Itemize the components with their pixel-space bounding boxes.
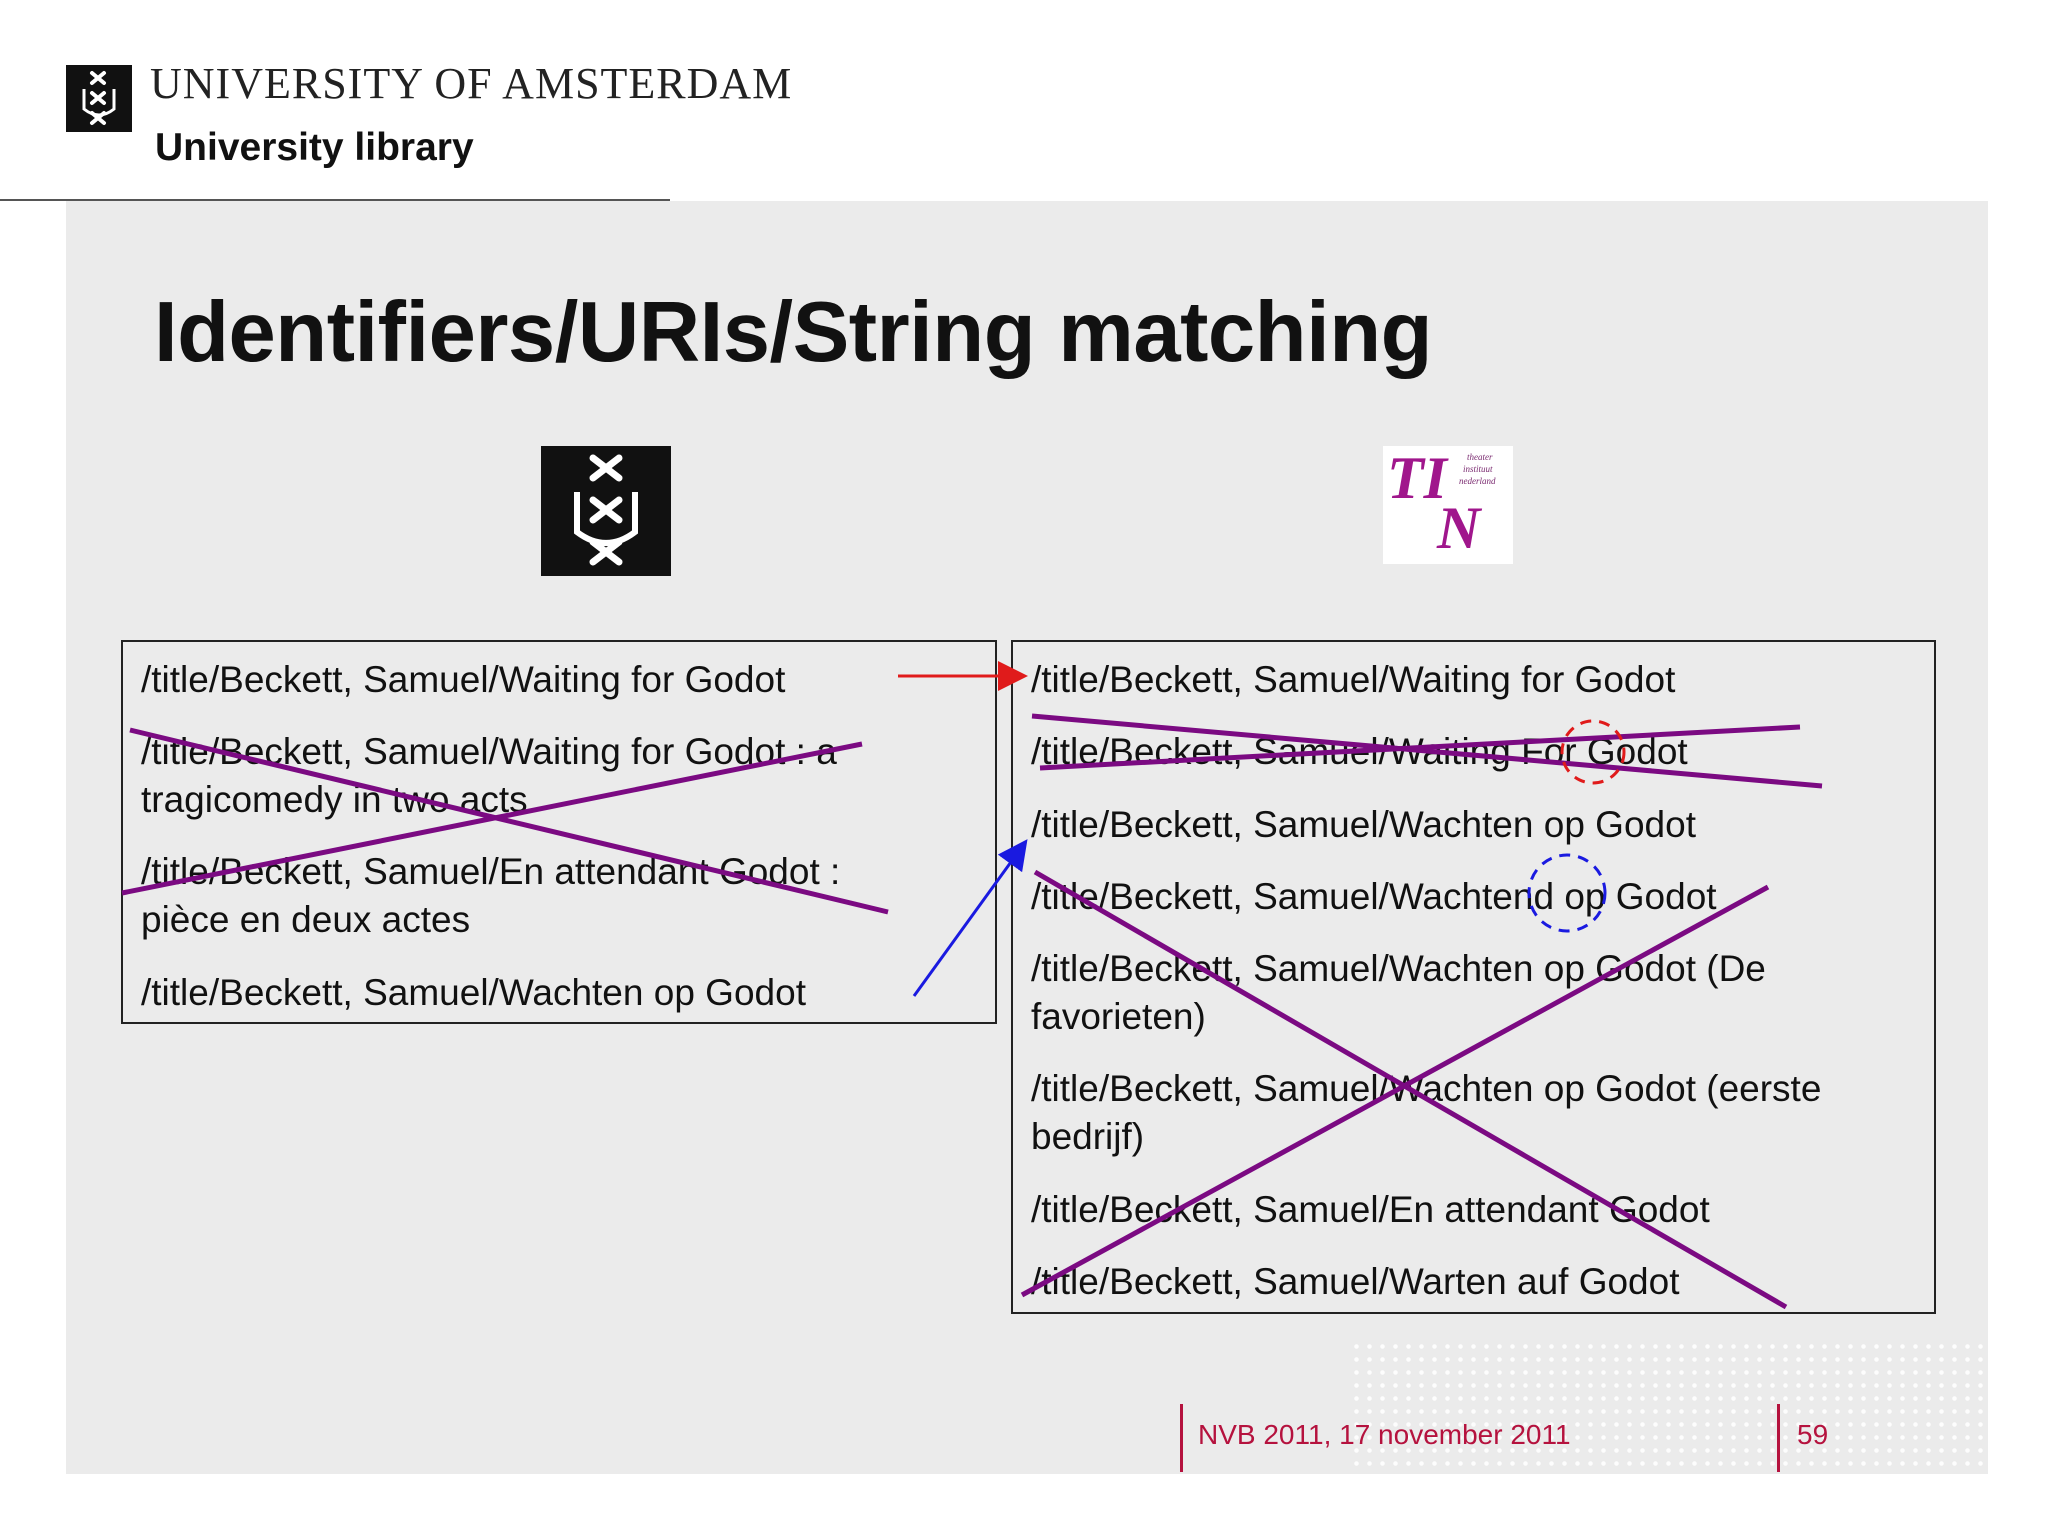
university-name: UNIVERSITY OF AMSTERDAM: [150, 59, 793, 108]
uva-crest-icon: [82, 71, 116, 125]
right-title-entry: /title/Beckett, Samuel/Wachten op Godot …: [1031, 1068, 1822, 1157]
tin-logo-icon: TI N theater instituut nederland: [1387, 446, 1496, 561]
uva-crest-icon: [574, 454, 638, 566]
footer-event: NVB 2011, 17 november 2011: [1198, 1419, 1571, 1450]
dot-pattern-decoration: [1350, 1340, 1990, 1474]
tin-logo: TI N theater instituut nederland: [1383, 446, 1513, 564]
left-title-entry: /title/Beckett, Samuel/En attendant Godo…: [141, 851, 841, 940]
left-title-entry: /title/Beckett, Samuel/Waiting for Godot: [141, 659, 786, 700]
uva-logo: [541, 446, 671, 576]
left-title-entry: /title/Beckett, Samuel/Wachten op Godot: [141, 972, 806, 1013]
header-divider: [0, 199, 670, 201]
footer-divider: [1180, 1404, 1183, 1472]
svg-text:nederland: nederland: [1459, 476, 1496, 486]
left-title-entry: /title/Beckett, Samuel/Waiting for Godot…: [141, 731, 837, 820]
right-title-entry: /title/Beckett, Samuel/Warten auf Godot: [1031, 1261, 1680, 1302]
uva-header-logo: [66, 65, 132, 132]
right-title-entry: /title/Beckett, Samuel/Waiting For Godot: [1031, 731, 1688, 772]
svg-text:TI: TI: [1387, 446, 1450, 511]
slide-title: Identifiers/URIs/String matching: [154, 285, 1433, 380]
right-title-entry: /title/Beckett, Samuel/Wachten op Godot: [1031, 804, 1696, 845]
right-title-entry: /title/Beckett, Samuel/Wachtend op Godot: [1031, 876, 1717, 917]
library-label: University library: [155, 126, 474, 169]
right-title-entry: /title/Beckett, Samuel/Wachten op Godot …: [1031, 948, 1766, 1037]
right-title-entry: /title/Beckett, Samuel/Waiting for Godot: [1031, 659, 1676, 700]
right-title-entry: /title/Beckett, Samuel/En attendant Godo…: [1031, 1189, 1710, 1230]
footer-divider: [1777, 1404, 1780, 1472]
svg-text:theater: theater: [1467, 452, 1493, 462]
svg-text:instituut: instituut: [1463, 464, 1493, 474]
svg-text:N: N: [1436, 495, 1483, 561]
page-number: 59: [1797, 1419, 1829, 1450]
